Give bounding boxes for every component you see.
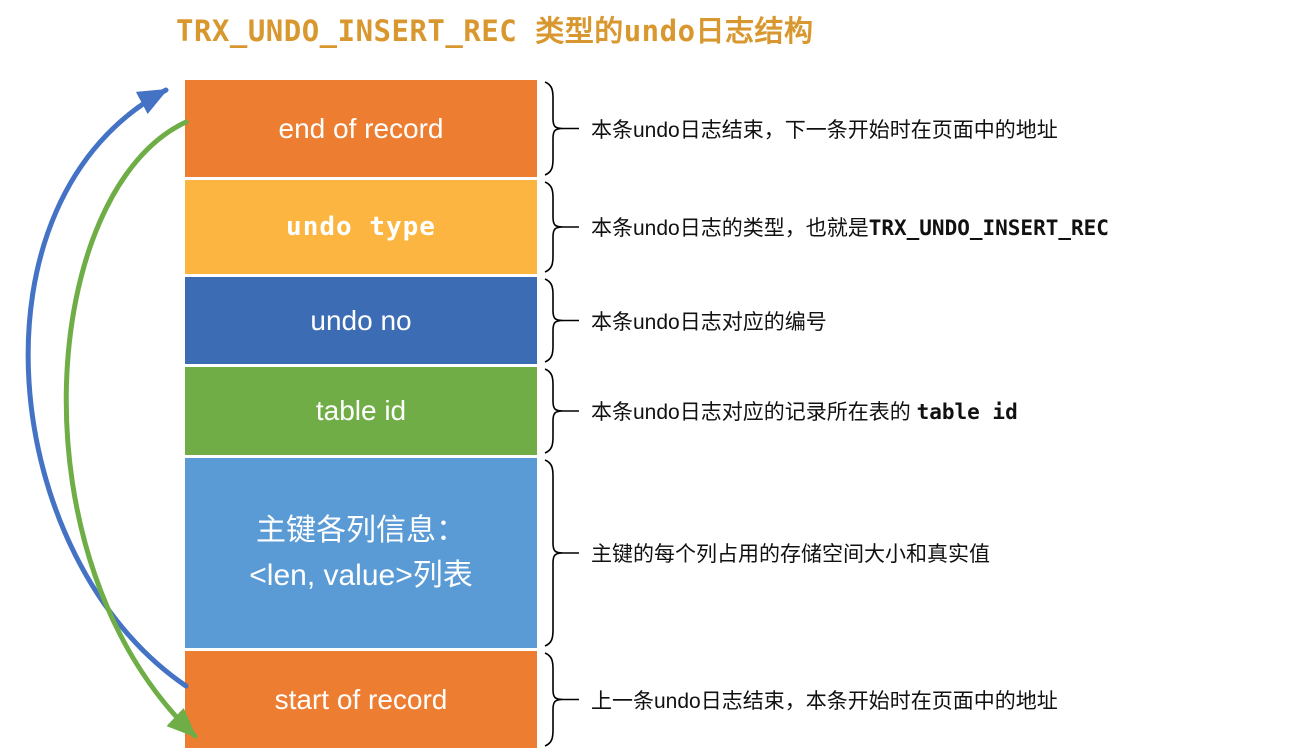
field-box-end-of-record: end of record xyxy=(185,80,537,177)
field-row-undo-type: undo type 本条undo日志的类型，也就是TRX_UNDO_INSERT… xyxy=(185,180,1285,274)
brace-icon xyxy=(544,181,579,273)
description-text: 本条undo日志结束，下一条开始时在页面中的地址 xyxy=(591,118,1058,142)
brace-icon xyxy=(544,652,579,747)
description-code: table id xyxy=(916,400,1018,424)
field-description: 上一条undo日志结束，本条开始时在页面中的地址 xyxy=(581,685,1285,715)
field-description: 主键的每个列占用的存储空间大小和真实值 xyxy=(581,538,1285,568)
field-label: table id xyxy=(315,395,407,426)
description-code: TRX_UNDO_INSERT_REC xyxy=(868,216,1109,240)
field-box-primary-key-columns: 主键各列信息： <len, value>列表 xyxy=(185,458,537,648)
brace-icon xyxy=(544,278,579,363)
field-label: 主键各列信息： <len, value>列表 xyxy=(249,514,473,592)
field-box-table-id: table id xyxy=(185,367,537,455)
diagram-title: TRX_UNDO_INSERT_REC 类型的undo日志结构 xyxy=(176,14,814,48)
field-label: end of record xyxy=(278,112,444,144)
field-label: undo no xyxy=(310,304,412,336)
field-description: 本条undo日志对应的记录所在表的 table id xyxy=(581,396,1285,426)
description-text: 上一条undo日志结束，本条开始时在页面中的地址 xyxy=(591,689,1058,713)
field-label: start of record xyxy=(274,683,448,715)
field-description: 本条undo日志结束，下一条开始时在页面中的地址 xyxy=(581,114,1285,144)
brace-icon xyxy=(544,81,579,176)
description-text: 主键的每个列占用的存储空间大小和真实值 xyxy=(591,543,990,566)
blue-arrow xyxy=(25,87,189,689)
brace-icon xyxy=(544,368,579,454)
field-row-undo-no: undo no 本条undo日志对应的编号 xyxy=(185,277,1285,364)
field-box-undo-type: undo type xyxy=(185,180,537,274)
field-row-primary-key-columns: 主键各列信息： <len, value>列表 主键的每个列占用的存储空间大小和真… xyxy=(185,458,1285,648)
field-row-end-of-record: end of record 本条undo日志结束，下一条开始时在页面中的地址 xyxy=(185,80,1285,177)
description-text: 本条undo日志对应的编号 xyxy=(591,310,827,334)
description-text: 本条undo日志的类型，也就是 xyxy=(591,217,869,240)
field-row-table-id: table id 本条undo日志对应的记录所在表的 table id xyxy=(185,367,1285,455)
brace-icon xyxy=(544,459,579,647)
field-description: 本条undo日志对应的编号 xyxy=(581,306,1285,336)
field-box-undo-no: undo no xyxy=(185,277,537,364)
field-description: 本条undo日志的类型，也就是TRX_UNDO_INSERT_REC xyxy=(581,212,1285,242)
field-rows: end of record 本条undo日志结束，下一条开始时在页面中的地址 u… xyxy=(185,80,1285,748)
green-arrow xyxy=(63,119,198,739)
field-label: undo type xyxy=(286,212,436,242)
field-box-start-of-record: start of record xyxy=(185,651,537,748)
description-text: 本条undo日志对应的记录所在表的 xyxy=(591,401,917,424)
field-row-start-of-record: start of record 上一条undo日志结束，本条开始时在页面中的地址 xyxy=(185,651,1285,748)
